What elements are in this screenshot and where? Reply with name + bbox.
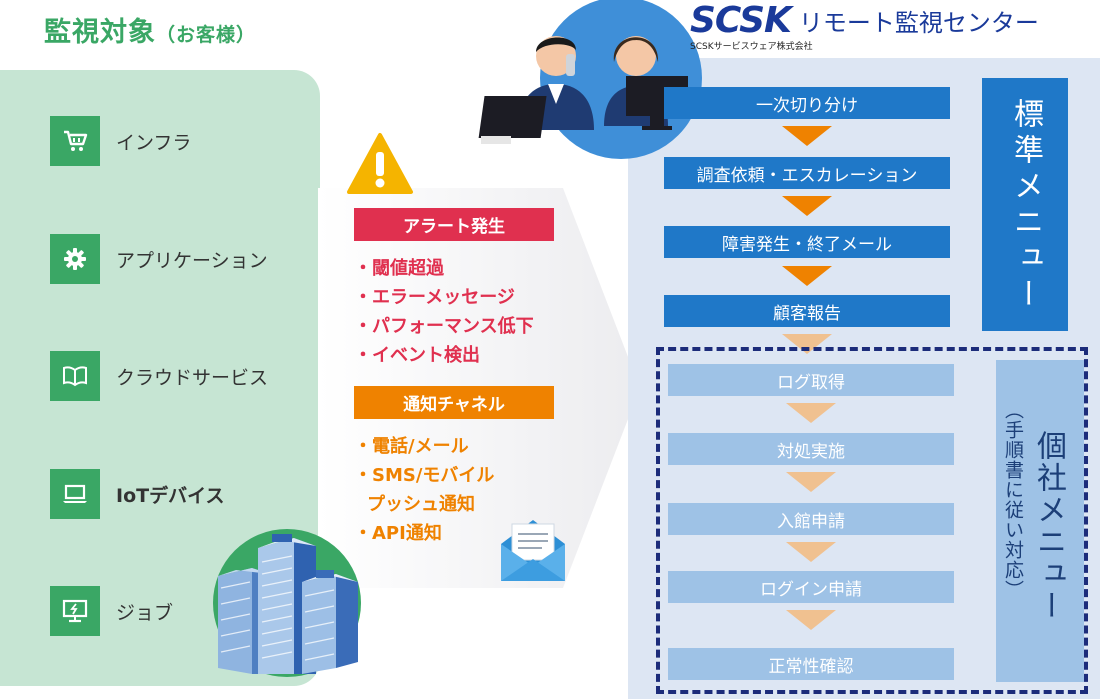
- individual-menu-frame: [656, 347, 1088, 694]
- individual-menu-text: 個社メニュー: [1031, 430, 1066, 622]
- flow-arrow-down: [786, 542, 836, 562]
- cart-icon: [50, 116, 100, 166]
- flow-arrow-down: [786, 610, 836, 630]
- buildings-icon: [213, 529, 361, 677]
- target-label: クラウドサービス: [116, 366, 269, 389]
- standard-menu-text: 標準メニュー: [1008, 98, 1043, 314]
- target-label: アプリケーション: [116, 249, 268, 272]
- alert-heading: アラート発生: [354, 208, 554, 241]
- warning-icon: [347, 133, 413, 194]
- flow-arrow-down: [786, 472, 836, 492]
- monitored-title: 監視対象（お客様）: [44, 10, 256, 49]
- flow-arrow-down: [782, 126, 832, 146]
- standard-step: 障害発生・終了メール: [664, 226, 950, 258]
- individual-step: 正常性確認: [668, 648, 954, 680]
- target-item-iot: IoTデバイス: [50, 469, 225, 519]
- target-item-cloud: クラウドサービス: [50, 351, 268, 401]
- individual-step: 入館申請: [668, 503, 954, 535]
- individual-step: ログ取得: [668, 364, 954, 396]
- center-brand: SCSK リモート監視センター: [690, 0, 1039, 41]
- notify-item: ・SMS/モバイル: [354, 465, 495, 486]
- company-name: SCSKサービスウェア株式会社: [690, 42, 813, 52]
- individual-menu-label: 個社メニュー （手順書に従い対応）: [996, 360, 1084, 682]
- alert-list: ・閾値超過 ・エラーメッセージ ・パフォーマンス低下 ・イベント検出: [354, 254, 534, 370]
- target-item-job: ジョブ: [50, 586, 173, 636]
- individual-step: 対処実施: [668, 433, 954, 465]
- notify-heading: 通知チャネル: [354, 386, 554, 419]
- alert-item: ・イベント検出: [354, 345, 480, 366]
- monitor-icon: [50, 586, 100, 636]
- target-label: IoTデバイス: [116, 484, 225, 507]
- standard-menu-label: 標準メニュー: [982, 78, 1068, 331]
- individual-menu-subtext: （手順書に従い対応）: [1002, 400, 1024, 600]
- mail-icon: [501, 520, 565, 581]
- gear-icon: [50, 234, 100, 284]
- flow-arrow-down: [782, 196, 832, 216]
- target-item-infra: インフラ: [50, 116, 191, 166]
- target-label: インフラ: [116, 131, 192, 154]
- operators-icon: [478, 0, 702, 159]
- monitored-title-suffix: （お客様）: [156, 24, 257, 46]
- target-item-application: アプリケーション: [50, 234, 268, 284]
- target-label: ジョブ: [116, 601, 174, 624]
- alert-item: ・閾値超過: [354, 258, 444, 279]
- notify-item: ・API通知: [354, 523, 442, 544]
- alert-item: ・エラーメッセージ: [354, 287, 515, 308]
- monitored-title-text: 監視対象: [44, 17, 156, 48]
- individual-step: ログイン申請: [668, 571, 954, 603]
- standard-step: 一次切り分け: [664, 87, 950, 119]
- notify-list: ・電話/メール ・SMS/モバイル プッシュ通知 ・API通知: [354, 432, 494, 548]
- flow-arrow-down: [782, 266, 832, 286]
- center-name: リモート監視センター: [798, 8, 1039, 37]
- flow-arrow-down: [786, 403, 836, 423]
- book-icon: [50, 351, 100, 401]
- scsk-logo: SCSK: [690, 0, 792, 41]
- notify-item: プッシュ通知: [367, 494, 475, 515]
- laptop-icon: [50, 469, 100, 519]
- standard-step: 調査依頼・エスカレーション: [664, 157, 950, 189]
- notify-item: ・電話/メール: [354, 436, 469, 457]
- standard-step: 顧客報告: [664, 295, 950, 327]
- alert-item: ・パフォーマンス低下: [354, 316, 534, 337]
